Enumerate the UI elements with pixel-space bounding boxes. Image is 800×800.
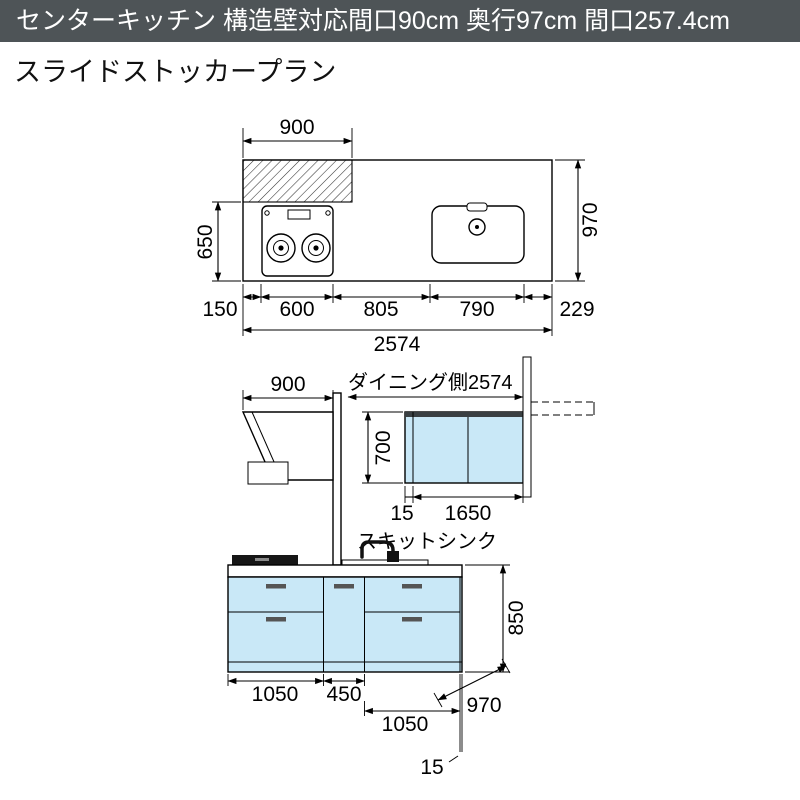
faucet-plan-center	[475, 225, 479, 229]
ext-tick	[433, 692, 443, 708]
wall-cabinet-top-rail	[405, 412, 523, 417]
burner-right-center	[313, 245, 319, 251]
header-bar: センターキッチン 構造壁対応間口90cm 奥行97cm 間口257.4cm	[0, 0, 800, 42]
faucet-icon	[360, 540, 395, 562]
drawer-handle	[334, 584, 354, 589]
burner-right-icon	[301, 233, 331, 263]
dim-label-depth-970: 970	[466, 694, 501, 717]
burner-left-ring	[273, 240, 289, 256]
wall-cabinet	[404, 411, 524, 484]
dim-label-805: 805	[363, 298, 398, 321]
dim-label-970: 970	[579, 202, 602, 237]
countertop-front	[227, 564, 463, 578]
drawer-handle	[402, 617, 422, 622]
leader-line	[448, 755, 459, 763]
base-cabinet	[227, 576, 463, 673]
dim-label-150: 150	[202, 298, 237, 321]
drawer-handle	[402, 584, 422, 589]
dim-label-1050-right: 1050	[382, 713, 429, 736]
dim-label-650: 650	[194, 224, 217, 259]
dim-label-900: 900	[279, 116, 314, 139]
plan-subtitle: スライドストッカープラン	[14, 57, 337, 87]
burner-left-icon	[266, 233, 296, 263]
dim-label-790: 790	[459, 298, 494, 321]
plan-view: 900	[194, 116, 602, 356]
dim-label-229: 229	[559, 298, 594, 321]
cooktop-screw	[264, 210, 270, 216]
wall-section	[522, 356, 532, 498]
header-title: センターキッチン 構造壁対応間口90cm 奥行97cm 間口257.4cm	[16, 7, 730, 35]
dim-label-600: 600	[279, 298, 314, 321]
burner-left-center	[278, 245, 284, 251]
dining-side-label: ダイニング側2574	[348, 371, 513, 394]
dim-line-depth-970	[437, 665, 507, 701]
dim-label-450: 450	[326, 683, 361, 706]
burner-right-ring	[308, 240, 324, 256]
dim-label-1650: 1650	[445, 502, 492, 525]
dim-label-end-15: 15	[420, 756, 443, 779]
wall-cabinet-body	[404, 411, 524, 484]
structural-column	[332, 392, 342, 566]
range-hood	[241, 411, 334, 485]
ext-tick	[501, 658, 511, 674]
dim-label-2574: 2574	[374, 333, 421, 356]
sink-rim	[341, 559, 429, 566]
drawer-handle	[266, 584, 286, 589]
cooktop-outline	[261, 205, 334, 277]
faucet-plan-icon	[468, 218, 486, 236]
sink-plan	[431, 202, 525, 264]
cooktop-front-window	[255, 558, 269, 561]
dim-label-1050-left: 1050	[252, 683, 299, 706]
faucet-base	[387, 551, 399, 562]
cooktop-plan	[261, 205, 334, 277]
side-elevation: 900 ダイニング側2574	[241, 356, 595, 566]
front-elevation: 850 1050 450 1050 970 15	[227, 540, 528, 779]
dim-label-700: 700	[372, 430, 395, 465]
dim-label-850: 850	[505, 600, 528, 635]
cooktop-screw	[325, 210, 331, 216]
grill-slot	[287, 209, 311, 220]
drawer-handle	[266, 617, 286, 622]
sink-deck-tab	[466, 202, 488, 212]
range-hood-vent	[247, 461, 289, 485]
dim-label-hood-900: 900	[270, 373, 305, 396]
structural-wall-hatch	[242, 159, 353, 203]
base-cabinet-body	[227, 576, 463, 673]
dim-label-15: 15	[390, 502, 413, 525]
